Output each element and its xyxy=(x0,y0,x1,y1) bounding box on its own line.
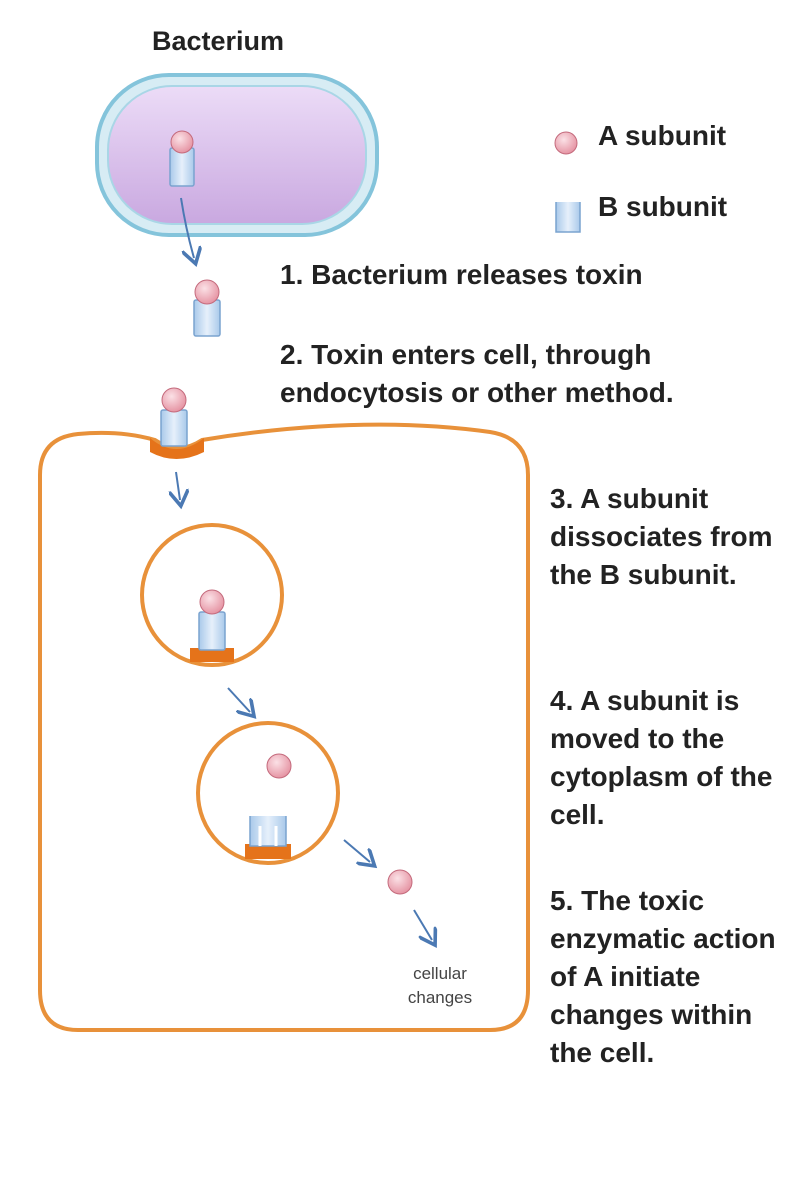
step-1-text: 1. Bacterium releases toxin xyxy=(280,259,643,290)
arrow-to-changes xyxy=(413,909,432,940)
endosome-with-toxin xyxy=(140,523,284,667)
toxin-in-bacterium xyxy=(169,130,195,187)
bacterium xyxy=(95,73,379,237)
cellular-changes-label: cellular changes xyxy=(407,964,473,1007)
step-4-text: 4. A subunit is moved to the cytoplasm o… xyxy=(550,685,773,830)
step-5-text: 5. The toxic enzymatic action of A initi… xyxy=(550,885,776,1068)
bacterium-label: Bacterium xyxy=(152,26,285,56)
legend-a-subunit-label: A subunit xyxy=(598,120,727,151)
released-toxin xyxy=(193,279,221,337)
endosome-dissociated xyxy=(196,721,340,865)
toxin-entering-cell xyxy=(150,387,204,459)
arrow-to-endosome xyxy=(176,471,180,500)
arrow-release xyxy=(180,197,194,258)
a-subunit-in-cytoplasm xyxy=(387,869,413,895)
legend-b-subunit-label: B subunit xyxy=(598,191,728,222)
step-3-text: 3. A subunit dissociates from the B subu… xyxy=(550,483,773,590)
step-2-text: 2. Toxin enters cell, through endocytosi… xyxy=(280,339,674,408)
b-subunit-cup-icon xyxy=(555,202,581,233)
arrow-dissociation xyxy=(227,687,250,712)
arrow-to-cytoplasm xyxy=(343,839,370,862)
a-subunit-sphere-icon xyxy=(554,131,578,155)
